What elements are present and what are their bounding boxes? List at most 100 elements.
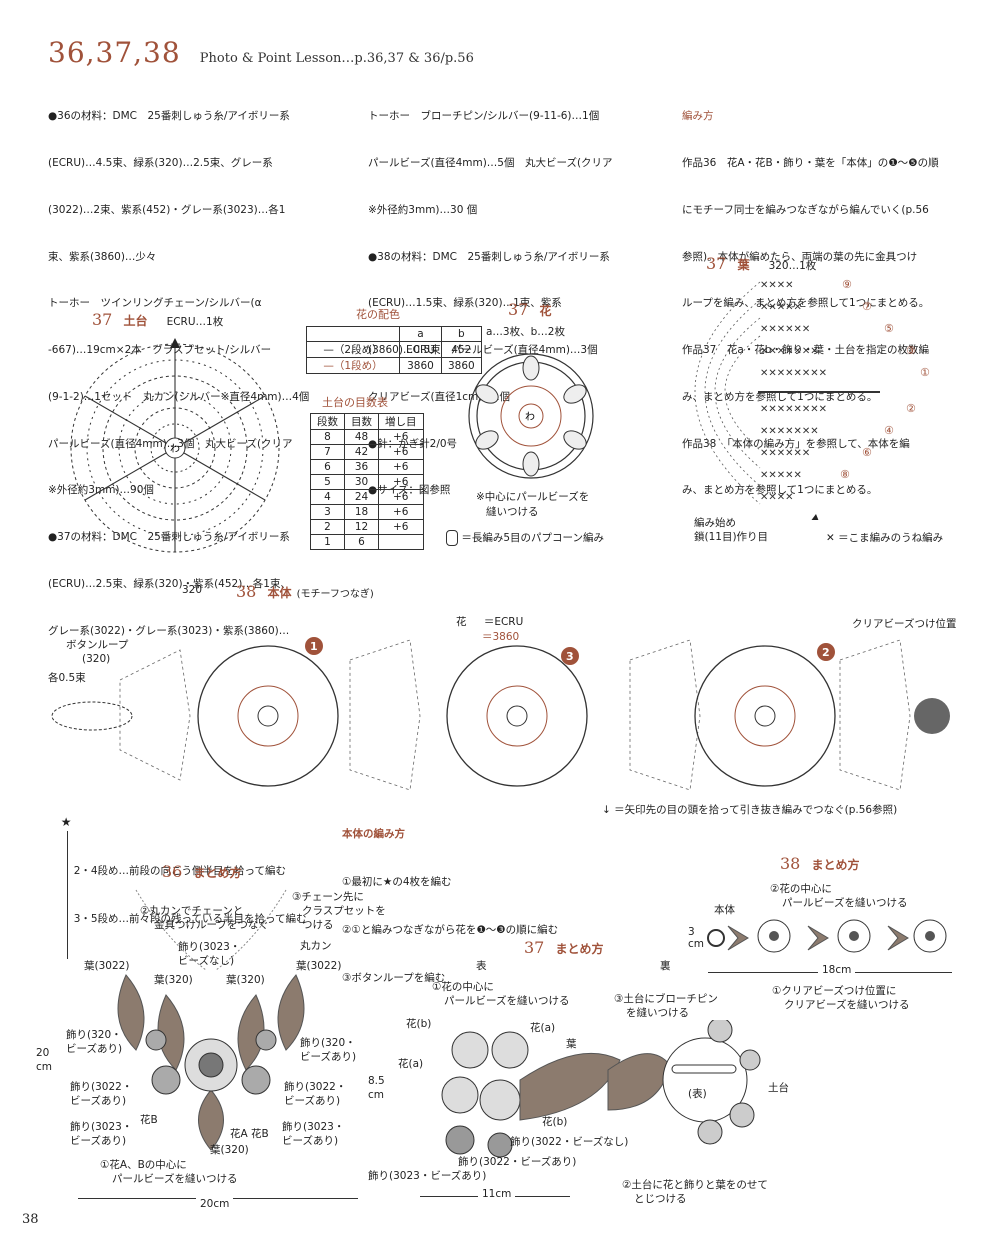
assembly38-heading: 38 まとめ方 — [780, 854, 859, 873]
asm37-omote: (表) — [688, 1088, 707, 1100]
mat-line: 各0.5束 — [48, 671, 86, 684]
cell: 3 — [310, 504, 345, 520]
assembly37-heading: 37 まとめ方 — [524, 938, 603, 957]
leaf-diagram: ✕✕✕✕ ✕✕✕✕✕ ✕✕✕✕✕✕ ✕✕✕✕✕✕✕ ✕✕✕✕✕✕✕✕ ✕✕✕✕✕… — [694, 278, 930, 520]
asm36-marukan: 丸カン — [300, 940, 332, 952]
leaf-start-1: 編み始め — [694, 517, 736, 529]
leaf-count: 320…1枚 — [768, 260, 817, 272]
cell — [306, 326, 400, 342]
asm36-d320-l: 飾り(320・ ビーズあり) — [66, 1028, 122, 1056]
asm37-leaf: 葉 — [566, 1038, 577, 1050]
asm37-num: 37 — [524, 938, 545, 957]
leaf-legend: ✕ ＝こま編みのうね編み — [826, 530, 943, 545]
body38-sub: (モチーフつなぎ) — [296, 589, 374, 600]
leaf-start-2: 鎖(11目)作り目 — [694, 531, 769, 543]
asm37-fa2: 花(a) — [398, 1058, 424, 1070]
asm36-a: 飾り(3023・ — [178, 941, 241, 953]
flower-label: 花 — [539, 304, 552, 318]
asm38-illustration — [707, 919, 947, 953]
flower-count: a…3枚、b…2枚 — [486, 326, 565, 338]
mat-line: トーホー ツインリングチェーン/シルバー(α — [48, 297, 262, 310]
asm36-note1: ①花A、Bの中心に パールビーズを縫いつける — [100, 1158, 237, 1186]
svg-text:3: 3 — [566, 650, 574, 663]
body38-num: 38 — [236, 582, 257, 601]
single-crochet-back-loop-icon: ✕ — [826, 532, 835, 544]
cell: +6 — [378, 459, 424, 475]
cell: 増し目 — [378, 413, 424, 430]
cell: +6 — [378, 504, 424, 520]
body38-heading: 38 本体 (モチーフつなぎ) — [236, 582, 374, 601]
materials-col1: ●36の材料：DMC 25番刺しゅう糸/アイボリー系 (ECRU)…4.5束、緑… — [48, 78, 309, 702]
asm38-n4: クリアビーズを縫いつける — [784, 999, 910, 1011]
base-label: 土台 — [123, 314, 148, 328]
asm37-height: 8.5 cm — [368, 1074, 385, 1102]
howto-line: み、まとめ方を参照して1つにまとめる。 — [682, 390, 878, 403]
asm36-d3022-r1: 飾り(3022・ — [284, 1081, 347, 1093]
asm36-d3023-r1: 飾り(3023・ — [282, 1121, 345, 1133]
mat-line: ●36の材料：DMC 25番刺しゅう糸/アイボリー系 — [48, 110, 290, 123]
cell: 6 — [310, 459, 345, 475]
svg-text:✕✕✕✕✕✕: ✕✕✕✕✕✕ — [760, 448, 810, 459]
cell: +6 — [378, 489, 424, 505]
howto-line: ループを編み、まとめ方を参照して1つにまとめる。 — [682, 297, 930, 310]
base-center: わ — [170, 443, 180, 455]
button-loop-text: ボタンループ — [66, 639, 129, 651]
asm36-note3: ③チェーン先に クラスプセットを つける — [292, 890, 386, 932]
flower-heading: 37 花 — [508, 300, 551, 319]
mat-line: ●37の材料：DMC 25番刺しゅう糸/アイボリー系 — [48, 531, 290, 544]
pattern-numbers: 36,37,38 — [48, 36, 181, 69]
asm37-note3: ③土台にブローチピン を縫いつける — [614, 992, 718, 1020]
mat-line: -667)…19cm×2本 クラスプセット/シルバー — [48, 344, 272, 357]
base-count: ECRU…1枚 — [166, 316, 224, 328]
cell: 1 — [310, 534, 345, 550]
asm38-n3: ①クリアビーズつけ位置に — [772, 985, 897, 997]
cell: 8 — [310, 429, 345, 445]
popcorn-legend: ＝長編み5目のパプコーン編み — [446, 530, 604, 546]
svg-text:⑦: ⑦ — [862, 300, 872, 313]
cell: 452 — [440, 341, 482, 358]
asm37-n1: ①花の中心に — [432, 981, 494, 993]
cell: 2 — [310, 519, 345, 535]
asm38-h: 3 — [688, 926, 695, 938]
asm38-body: 本体 — [714, 904, 735, 916]
howto-title: 編み方 — [682, 110, 714, 123]
body38-diagram: 1 3 2 — [51, 637, 950, 791]
cell: 3860 — [440, 357, 482, 374]
cell: ECRU — [399, 341, 442, 358]
howto-line: 作品37 花a・花b・飾り・葉・土台を指定の枚数編 — [682, 344, 929, 357]
cell: 5 — [310, 474, 345, 490]
mat-line: ※外径約3mm)…30 個 — [368, 203, 478, 216]
cell: 4 — [310, 489, 345, 505]
asm36-width: 20cm — [196, 1198, 234, 1210]
flower-note: ※中心にパールビーズを 縫いつける — [476, 490, 589, 520]
asm38-num: 38 — [780, 854, 801, 873]
asm36-l2: 金具つけループをつなぐ — [154, 919, 269, 931]
cell: 6 — [344, 534, 379, 550]
button-loop-label: ボタンループ (320) — [66, 638, 128, 666]
mat-line: 束、紫系(3860)…少々 — [48, 250, 157, 263]
asm36-l4: クラスプセットを — [302, 905, 386, 917]
flower-note-1: ※中心にパールビーズを — [476, 491, 590, 503]
asm37-n6: とじつける — [634, 1193, 687, 1205]
asm37-fb1: 花(b) — [406, 1018, 432, 1030]
base-num: 37 — [92, 310, 113, 329]
mat-line: (3022)…2束、紫系(452)・グレー系(3023)…各1 — [48, 203, 286, 216]
assembly36-heading: 36 まとめ方 — [162, 862, 241, 881]
asm38-height: 3 cm — [688, 926, 704, 950]
base-table-title: 土台の目数表 — [322, 396, 388, 409]
legend-3860: ＝3860 — [482, 631, 520, 643]
asm36-l3: ③チェーン先に — [292, 891, 364, 903]
cell: b — [440, 326, 482, 342]
howto-line: にモチーフ同士を編みつなぎながら編んでいく(p.56 — [682, 203, 929, 216]
cell: 7 — [310, 444, 345, 460]
howto-line: み、まとめ方を参照して1つにまとめる。 — [682, 484, 878, 497]
cell: 36 — [344, 459, 379, 475]
asm36-leaf-3022-l: 葉(3022) — [84, 960, 130, 972]
asm36-n1: ①花A、Bの中心に — [100, 1159, 187, 1171]
asm38-n1: ②花の中心に — [770, 883, 832, 895]
body-howto-title: 本体の編み方 — [342, 828, 405, 840]
asm37-d2: 飾り(3022・ビーズあり) — [458, 1156, 577, 1168]
asm36-d320-r: 飾り(320・ ビーズあり) — [300, 1036, 356, 1064]
svg-text:✕✕✕✕✕✕✕: ✕✕✕✕✕✕✕ — [760, 346, 819, 357]
